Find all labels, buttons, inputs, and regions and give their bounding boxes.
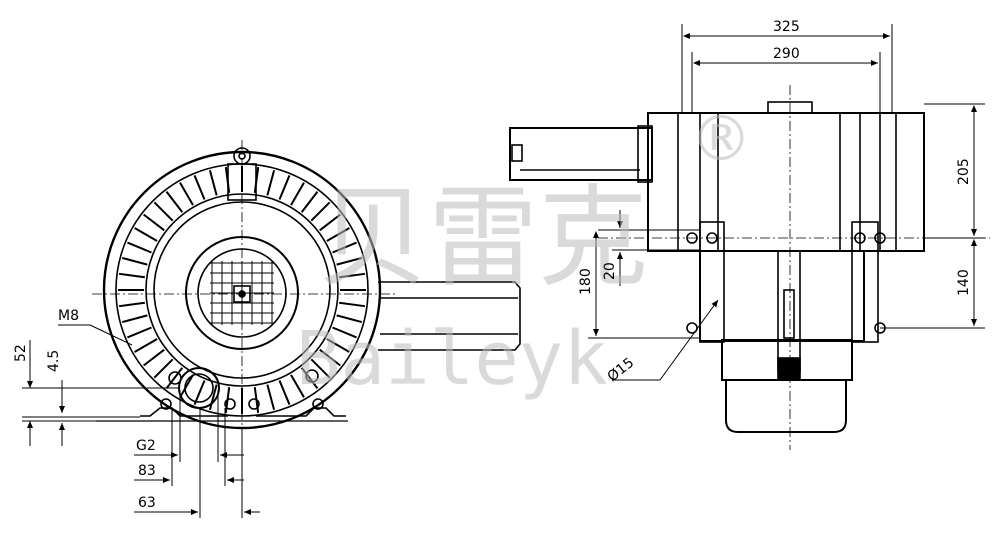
- foot-left: [140, 407, 228, 417]
- side-terminal-cap: [511, 144, 523, 162]
- label-g2: G2: [136, 438, 156, 454]
- side-dimensions: [588, 24, 985, 381]
- fin: [326, 227, 350, 242]
- bolt-mid2: [224, 398, 236, 410]
- bolt-left: [160, 398, 172, 410]
- mount-hole-3: [686, 322, 698, 334]
- fin: [326, 338, 350, 353]
- drain-column-inner: [783, 289, 795, 339]
- watermark: 贝雷克 Baileyk ®: [296, 102, 752, 402]
- fin: [193, 380, 206, 405]
- label-180: 180: [578, 268, 594, 295]
- bolt-right: [312, 398, 324, 410]
- label-83: 83: [138, 463, 156, 479]
- label-20: 20: [602, 262, 618, 280]
- fin: [290, 182, 305, 206]
- dia-leader-diag: [659, 299, 719, 381]
- terminal-box: [378, 281, 521, 351]
- m8-leader-diag: [89, 324, 133, 346]
- drain-column: [777, 250, 801, 372]
- fin: [332, 241, 357, 254]
- bolt-mid: [248, 398, 260, 410]
- mounting-plate-right: [851, 221, 879, 343]
- mounting-plate-left: [699, 221, 725, 343]
- label-dia-15: Ø15: [605, 355, 638, 385]
- fin: [179, 182, 194, 206]
- motor-bracket: [777, 357, 801, 381]
- fin: [134, 338, 158, 353]
- side-terminal-endcap: [637, 125, 653, 183]
- fin: [208, 169, 218, 196]
- fin: [193, 175, 206, 200]
- label-205: 205: [956, 158, 972, 185]
- fin: [339, 301, 366, 308]
- front-view: [22, 140, 521, 430]
- fin: [290, 374, 305, 398]
- fin: [121, 314, 148, 324]
- fin: [153, 358, 174, 379]
- fin: [319, 213, 341, 232]
- fin: [266, 384, 276, 411]
- fin: [153, 201, 174, 222]
- fin: [165, 191, 184, 213]
- fin: [165, 367, 184, 389]
- watermark-registered: ®: [690, 102, 752, 175]
- fin: [179, 374, 194, 398]
- fin: [310, 358, 331, 379]
- fin: [278, 175, 291, 200]
- fin: [336, 314, 363, 324]
- label-325: 325: [773, 19, 800, 35]
- fin: [118, 301, 145, 308]
- fin: [118, 272, 145, 279]
- inlet-port-inner: [184, 373, 214, 403]
- fin: [127, 241, 152, 254]
- fin: [208, 384, 218, 411]
- motor-bottom: [725, 379, 847, 433]
- drain-plug: [305, 369, 319, 383]
- label-52: 52: [13, 344, 29, 362]
- fin: [310, 201, 331, 222]
- watermark-latin: Baileyk: [296, 316, 608, 402]
- fin: [143, 348, 165, 367]
- label-140: 140: [956, 269, 972, 296]
- label-4-5: 4.5: [46, 350, 62, 372]
- foot-right: [256, 407, 346, 417]
- fin: [278, 380, 291, 405]
- outlet-port-small: [168, 371, 182, 385]
- fin: [300, 191, 319, 213]
- fin: [300, 367, 319, 389]
- fin: [121, 256, 148, 266]
- fin: [336, 256, 363, 266]
- watermark-chinese: 贝雷克: [318, 174, 648, 302]
- fin: [319, 348, 341, 367]
- fin: [134, 227, 158, 242]
- fin: [266, 169, 276, 196]
- fin: [127, 326, 152, 339]
- fin: [332, 326, 357, 339]
- label-63: 63: [138, 495, 156, 511]
- side-terminal-box: [509, 127, 653, 181]
- fin: [339, 272, 366, 279]
- fin: [143, 213, 165, 232]
- front-dimensions: [22, 324, 260, 518]
- label-m8: M8: [58, 308, 79, 324]
- label-290: 290: [773, 46, 800, 62]
